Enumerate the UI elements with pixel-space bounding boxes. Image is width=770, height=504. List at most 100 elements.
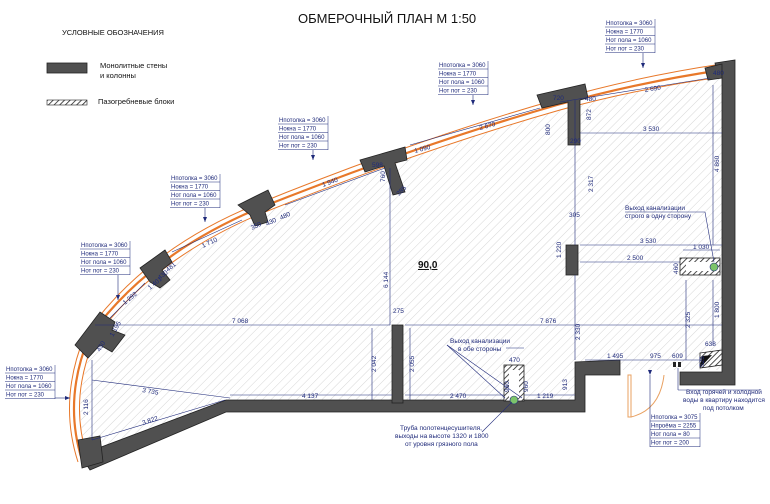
- callout-line: Нпотолка = 3060: [606, 21, 653, 27]
- dimension-label: 1 030: [693, 244, 710, 251]
- svg-text:Вход горячей и холодной: Вход горячей и холодной: [686, 388, 762, 396]
- legend-wall-label: Монолитные стены: [100, 61, 167, 70]
- callout-line: Нот пот = 230: [6, 393, 45, 399]
- callout-line: Нот пола = 1060: [439, 80, 485, 86]
- walls: [74, 59, 736, 471]
- dimension-label: 460: [673, 263, 680, 274]
- callout-line: Нот пот = 200: [651, 441, 690, 447]
- dimension-label: 2 116: [83, 399, 90, 415]
- svg-text:выходы на высоте 1320 и 1800: выходы на высоте 1320 и 1800: [395, 433, 489, 440]
- dimension-label: 525: [699, 356, 706, 367]
- callout-line: Нот пот = 230: [279, 144, 318, 150]
- dimension-label: 872: [586, 109, 593, 120]
- dimension-label: 638: [705, 341, 716, 348]
- plan-title: ОБМЕРОЧНЫЙ ПЛАН М 1:50: [298, 11, 476, 26]
- column-center: [565, 244, 579, 276]
- entrance-door[interactable]: [627, 374, 665, 418]
- dimension-label: 480: [713, 70, 724, 77]
- shaft-bathroom-void: [509, 370, 519, 398]
- dimension-label: 2 042: [371, 355, 378, 372]
- dimension-label: 960: [523, 381, 530, 392]
- dimension-label: 480: [585, 96, 596, 103]
- dimension-label: 2 690: [644, 84, 662, 94]
- dimension-label: 2 670: [479, 121, 497, 132]
- dimension-label: 4 860: [714, 155, 721, 172]
- shaft-right-void: [686, 262, 712, 271]
- svg-text:от уровня грязного пола: от уровня грязного пола: [405, 441, 478, 448]
- column-3: [237, 189, 276, 227]
- dimension-label: 3 735: [142, 387, 160, 397]
- arrow-icon: [203, 217, 207, 222]
- callout-line: Нпотолка = 3060: [171, 176, 218, 182]
- dimension-label: 4 137: [302, 393, 319, 400]
- area-label: 90,0: [418, 260, 438, 271]
- corner-column: [77, 435, 104, 469]
- dimension-label: 3 822: [141, 415, 159, 427]
- window-glazing: [68, 63, 723, 463]
- callout-line: Нот пот = 230: [171, 202, 210, 208]
- dimension-label: 7 068: [232, 318, 249, 325]
- dimension-label: 350: [250, 221, 263, 232]
- svg-text:Выход канализации: Выход канализации: [625, 205, 685, 212]
- dimension-label: 2 325: [685, 311, 692, 328]
- svg-text:Выход канализации: Выход канализации: [450, 338, 510, 345]
- svg-text:строго в одну сторону: строго в одну сторону: [625, 213, 692, 220]
- water-inlet-icon: [673, 362, 676, 367]
- legend-heading: УСЛОВНЫЕ ОБОЗНАЧЕНИЯ: [62, 28, 164, 37]
- svg-text:Труба полотенцесушителя,: Труба полотенцесушителя,: [400, 424, 482, 432]
- svg-text:в обе стороны: в обе стороны: [458, 345, 502, 353]
- legend-wall-swatch: [46, 62, 88, 74]
- callout-line: Нот пот = 230: [439, 89, 478, 95]
- dimension-label: 609: [672, 353, 683, 360]
- legend-block-label: Пазогребневые блоки: [98, 97, 174, 106]
- column-4: [359, 146, 408, 196]
- shafts: [503, 257, 723, 405]
- callout-line: Нот пола = 1060: [6, 384, 52, 390]
- callout-line: Нокна = 1770: [279, 127, 317, 133]
- bottom-wall: [79, 359, 621, 471]
- water-inlet-icon-2: [678, 362, 681, 367]
- dimension-label: 275: [393, 308, 404, 315]
- note-sewer-one-side: Выход канализации строго в одну сторону: [625, 205, 715, 263]
- dimension-label: 720: [553, 95, 564, 102]
- window-glazing-inner: [72, 68, 723, 461]
- note-water-inlet: Вход горячей и холодной воды в квартиру …: [677, 368, 765, 412]
- column-1: [74, 311, 126, 359]
- dimension-label: 3 530: [640, 238, 657, 245]
- dimension-label: 450: [96, 340, 108, 353]
- dimension-label: 1 220: [556, 241, 563, 258]
- callout-line: Нокна = 1770: [6, 376, 44, 382]
- arrow-icon: [311, 155, 315, 160]
- callout-line: Нпотолка = 3060: [279, 118, 326, 124]
- callout-line: Нокна = 1770: [606, 30, 644, 36]
- partition-wall: [391, 324, 404, 404]
- dimension-label: 2 317: [588, 175, 595, 192]
- dimension-label: 2 470: [450, 393, 467, 400]
- note-towel-pipe: Труба полотенцесушителя, выходы на высот…: [395, 401, 513, 448]
- floor-area: [80, 78, 723, 455]
- callout-line: Нокна = 1770: [439, 72, 477, 78]
- dimension-label: 975: [650, 353, 661, 360]
- dimension-label: 430: [265, 217, 278, 228]
- dimension-label: 480: [279, 211, 292, 222]
- callout-line: Нот пот = 230: [81, 269, 120, 275]
- callout-line: Нот пола = 1060: [279, 135, 325, 141]
- column-6: [704, 63, 723, 81]
- dimension-label: 305: [569, 212, 580, 219]
- dimension-label: 1 800: [714, 301, 721, 318]
- dimension-label: 1 090: [414, 144, 432, 155]
- dimension-label: 1 495: [607, 353, 624, 360]
- arrow-icon: [65, 396, 70, 400]
- legend: УСЛОВНЫЕ ОБОЗНАЧЕНИЯ Монолитные стены и …: [46, 28, 174, 106]
- callout-line: Нот пола = 1060: [171, 193, 217, 199]
- dimension-label: 3 530: [643, 126, 660, 133]
- svg-text:воды в квартиру находится: воды в квартиру находится: [683, 397, 765, 404]
